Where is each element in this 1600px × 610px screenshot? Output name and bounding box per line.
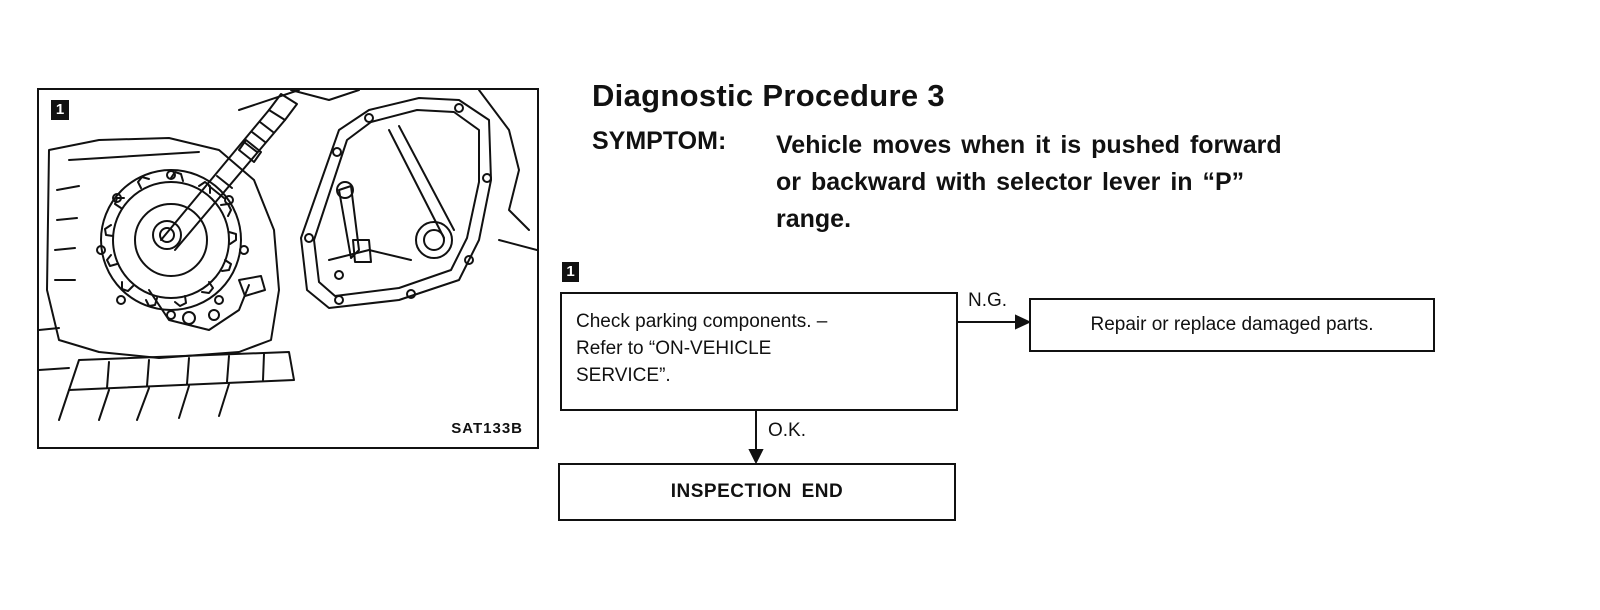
symptom-description: Vehicle moves when it is pushed forward …	[776, 127, 1416, 238]
ok-label: O.K.	[768, 420, 807, 441]
procedure-title: Diagnostic Procedure 3	[592, 78, 945, 113]
transmission-drawing	[39, 90, 537, 421]
flowchart-step-badge: 1	[562, 262, 579, 282]
figure-code: SAT133B	[451, 420, 523, 437]
symptom-label: SYMPTOM:	[592, 127, 727, 155]
inspection-end-box: INSPECTION END	[558, 463, 956, 521]
check-box-line: SERVICE”.	[576, 365, 671, 386]
ok-arrowhead	[748, 449, 764, 465]
symptom-line: Vehicle moves when it is pushed forward	[776, 131, 1282, 159]
symptom-line: or backward with selector lever in “P”	[776, 168, 1245, 196]
check-parking-box: Check parking components. – Refer to “ON…	[560, 292, 958, 411]
check-box-line: Refer to “ON-VEHICLE	[576, 338, 772, 359]
figure-step-badge: 1	[51, 100, 69, 120]
ng-label: N.G.	[968, 290, 1008, 311]
check-box-line: Check parking components. –	[576, 311, 828, 332]
ng-arrowhead	[1015, 314, 1032, 330]
repair-box: Repair or replace damaged parts.	[1029, 298, 1435, 352]
transmission-illustration: 1 SAT133B	[37, 88, 539, 449]
symptom-line: range.	[776, 205, 852, 233]
